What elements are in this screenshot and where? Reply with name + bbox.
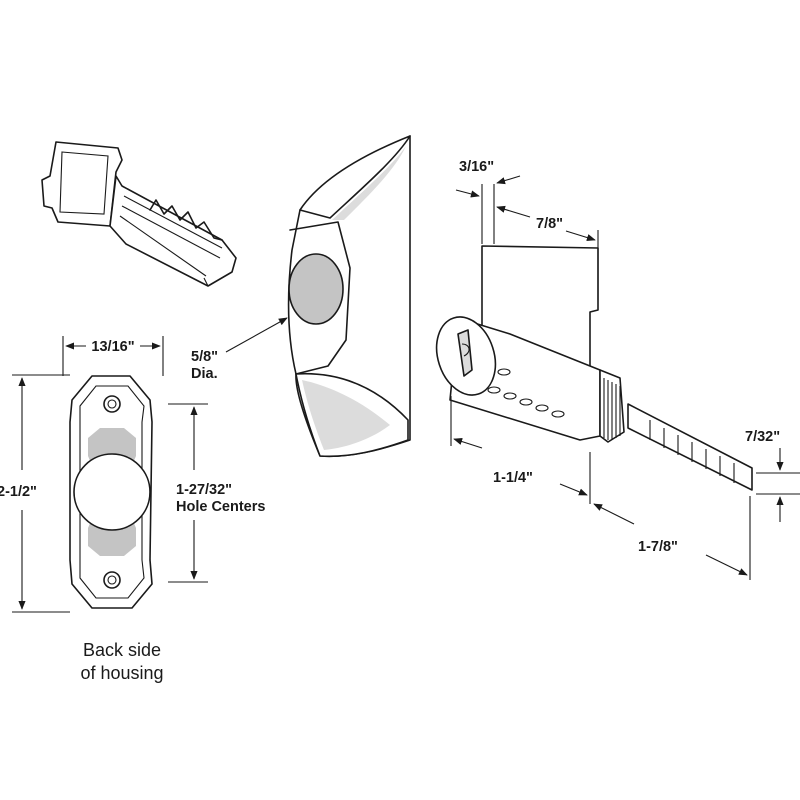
label-hole-centers-text: Hole Centers [176, 499, 265, 515]
label-tailpiece-width: 7/32" [745, 429, 780, 445]
housing-back-view [69, 375, 153, 609]
label-cylinder-body-width: 7/8" [536, 216, 563, 232]
dimension-lines [12, 175, 800, 613]
label-hole-diameter: 5/8" [191, 349, 218, 365]
housing-hole [288, 253, 344, 325]
label-hole-spacing-width: 13/16" [91, 339, 134, 355]
mounting-hole-bottom [103, 571, 121, 589]
label-tailpiece-length: 1-7/8" [638, 539, 678, 555]
label-flange-thickness: 3/16" [459, 159, 494, 175]
label-cylinder-length: 1-1/4" [493, 470, 533, 486]
caption-line-2: of housing [80, 663, 163, 683]
lock-cylinder-illustration [435, 245, 753, 491]
key-illustration [41, 141, 237, 287]
label-housing-height: 2-1/2" [0, 484, 37, 500]
label-hole-diameter-text: Dia. [191, 366, 218, 382]
caption-line-1: Back side [83, 640, 161, 660]
housing-center-bore [73, 453, 151, 531]
housing-3d-illustration [287, 135, 411, 458]
label-hole-centers-value: 1-27/32" [176, 482, 232, 498]
mounting-hole-top [103, 395, 121, 413]
